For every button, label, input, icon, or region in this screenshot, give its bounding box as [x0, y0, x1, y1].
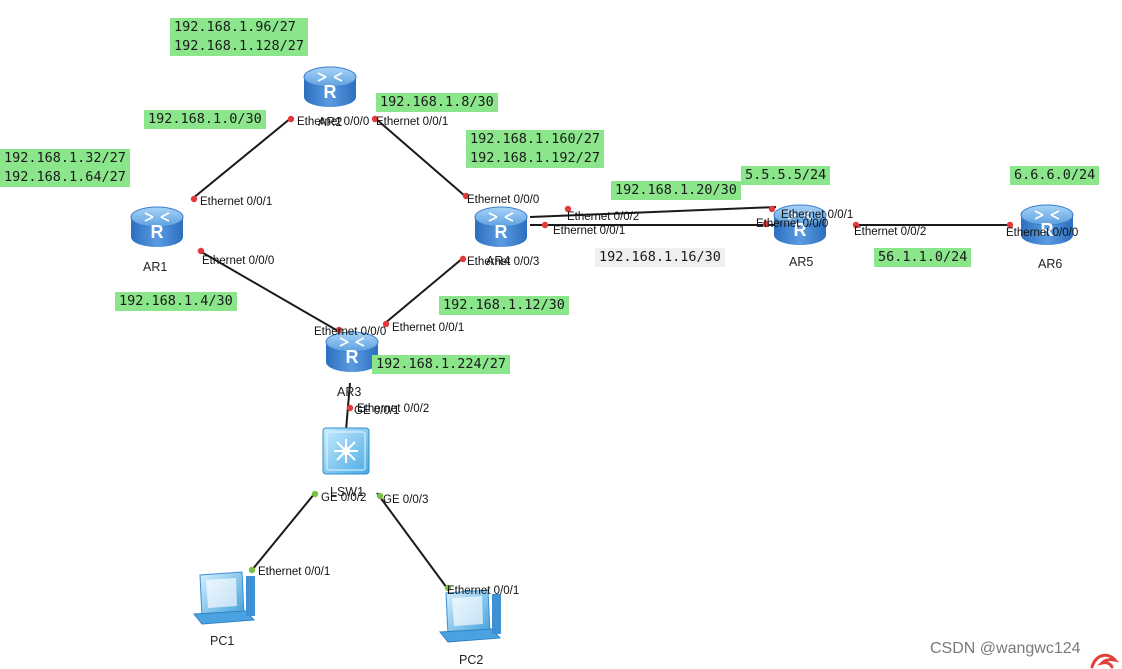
port-label-ar4-e001: Ethernet 0/0/1: [553, 225, 625, 237]
pc-pc1[interactable]: [193, 571, 256, 625]
link-lsw1-pc2: [376, 492, 448, 589]
net-label-ar5-ar6: 56.1.1.0/24: [874, 248, 972, 267]
link-lsw1-pc1: [251, 492, 316, 571]
device-name-ar3: AR3: [337, 385, 361, 399]
net-label-ar4-ar5-b: 192.168.1.16/30: [595, 248, 725, 267]
net-label-ar3-lan: 192.168.1.224/27: [372, 355, 511, 374]
device-name-ar5: AR5: [789, 255, 813, 269]
port-label-ar2-e000: Ethernet 0/0/0: [297, 116, 369, 128]
port-label-ar1-e000: Ethernet 0/0/0: [202, 255, 274, 267]
link-ar1-ar2: [191, 117, 292, 200]
port-label-ar5-e001: Ethernet 0/0/1: [781, 209, 853, 221]
net-label-ar4-lan: 192.168.1.160/27 192.168.1.192/27: [466, 130, 605, 168]
router-ar6[interactable]: [1020, 204, 1074, 246]
watermark-text: CSDN @wangwc124: [930, 640, 1081, 657]
router-ar4[interactable]: [474, 206, 528, 248]
pc-pc2[interactable]: [439, 589, 502, 643]
port-label-pc1-e001: Ethernet 0/0/1: [258, 566, 330, 578]
link-ar4-ar5-a: [529, 206, 777, 218]
net-label-ar6-lan: 6.6.6.0/24: [1010, 166, 1100, 185]
router-ar3[interactable]: [325, 331, 379, 373]
device-name-ar1: AR1: [143, 260, 167, 274]
net-label-ar2-ar4: 192.168.1.8/30: [376, 93, 498, 112]
port-label-lsw1-ge001: GE 0/0/1: [354, 405, 399, 417]
port-label-pc2-e001: Ethernet 0/0/1: [447, 585, 519, 597]
device-name-ar4: AR4: [486, 254, 510, 268]
port-label-ar4-e000: Ethernet 0/0/0: [467, 194, 539, 206]
switch-lsw1[interactable]: [322, 427, 370, 475]
device-name-pc2: PC2: [459, 653, 483, 667]
net-label-ar5-loopback: 5.5.5.5/24: [741, 166, 831, 185]
port-dots: [190, 115, 1014, 592]
port-label-ar4-e002: Ethernet 0/0/2: [567, 211, 639, 223]
port-label-ar4-e003: Ethernet 0/0/3: [467, 256, 539, 268]
device-name-lsw1: LSW1: [330, 485, 364, 499]
net-label-ar2-lan: 192.168.1.96/27 192.168.1.128/27: [170, 18, 309, 56]
watermark-logo-icon: [1090, 653, 1120, 669]
link-ar1-ar3: [197, 249, 339, 332]
port-label-lsw1-ge003: GE 0/0/3: [383, 494, 428, 506]
device-name-pc1: PC1: [210, 634, 234, 648]
link-ar2-ar4: [374, 117, 466, 197]
port-label-ar1-e001: Ethernet 0/0/1: [200, 196, 272, 208]
port-label-ar6-e000: Ethernet 0/0/0: [1006, 227, 1078, 239]
net-label-ar4-ar5-a: 192.168.1.20/30: [611, 181, 741, 200]
port-label-ar3-e002: Ethernet 0/0/2: [357, 403, 429, 415]
net-label-ar3-ar4: 192.168.1.12/30: [439, 296, 569, 315]
device-name-ar6: AR6: [1038, 257, 1062, 271]
link-ar4-ar3: [383, 257, 464, 325]
router-ar2[interactable]: [303, 66, 357, 108]
port-label-ar5-e000: Ethernet 0/0/0: [756, 218, 828, 230]
net-label-ar1-ar2: 192.168.1.0/30: [144, 110, 266, 129]
router-ar1[interactable]: [130, 206, 184, 248]
port-label-ar3-e000: Ethernet 0/0/0: [314, 326, 386, 338]
port-label-ar3-e001: Ethernet 0/0/1: [392, 322, 464, 334]
device-name-ar2: AR2: [318, 115, 342, 129]
net-label-ar1-ar3: 192.168.1.4/30: [115, 292, 237, 311]
port-label-lsw1-ge002: GE 0/0/2: [321, 492, 366, 504]
net-label-ar1-lan: 192.168.1.32/27 192.168.1.64/27: [0, 149, 130, 187]
port-label-ar5-e002: Ethernet 0/0/2: [854, 226, 926, 238]
port-label-ar2-e001: Ethernet 0/0/1: [376, 116, 448, 128]
